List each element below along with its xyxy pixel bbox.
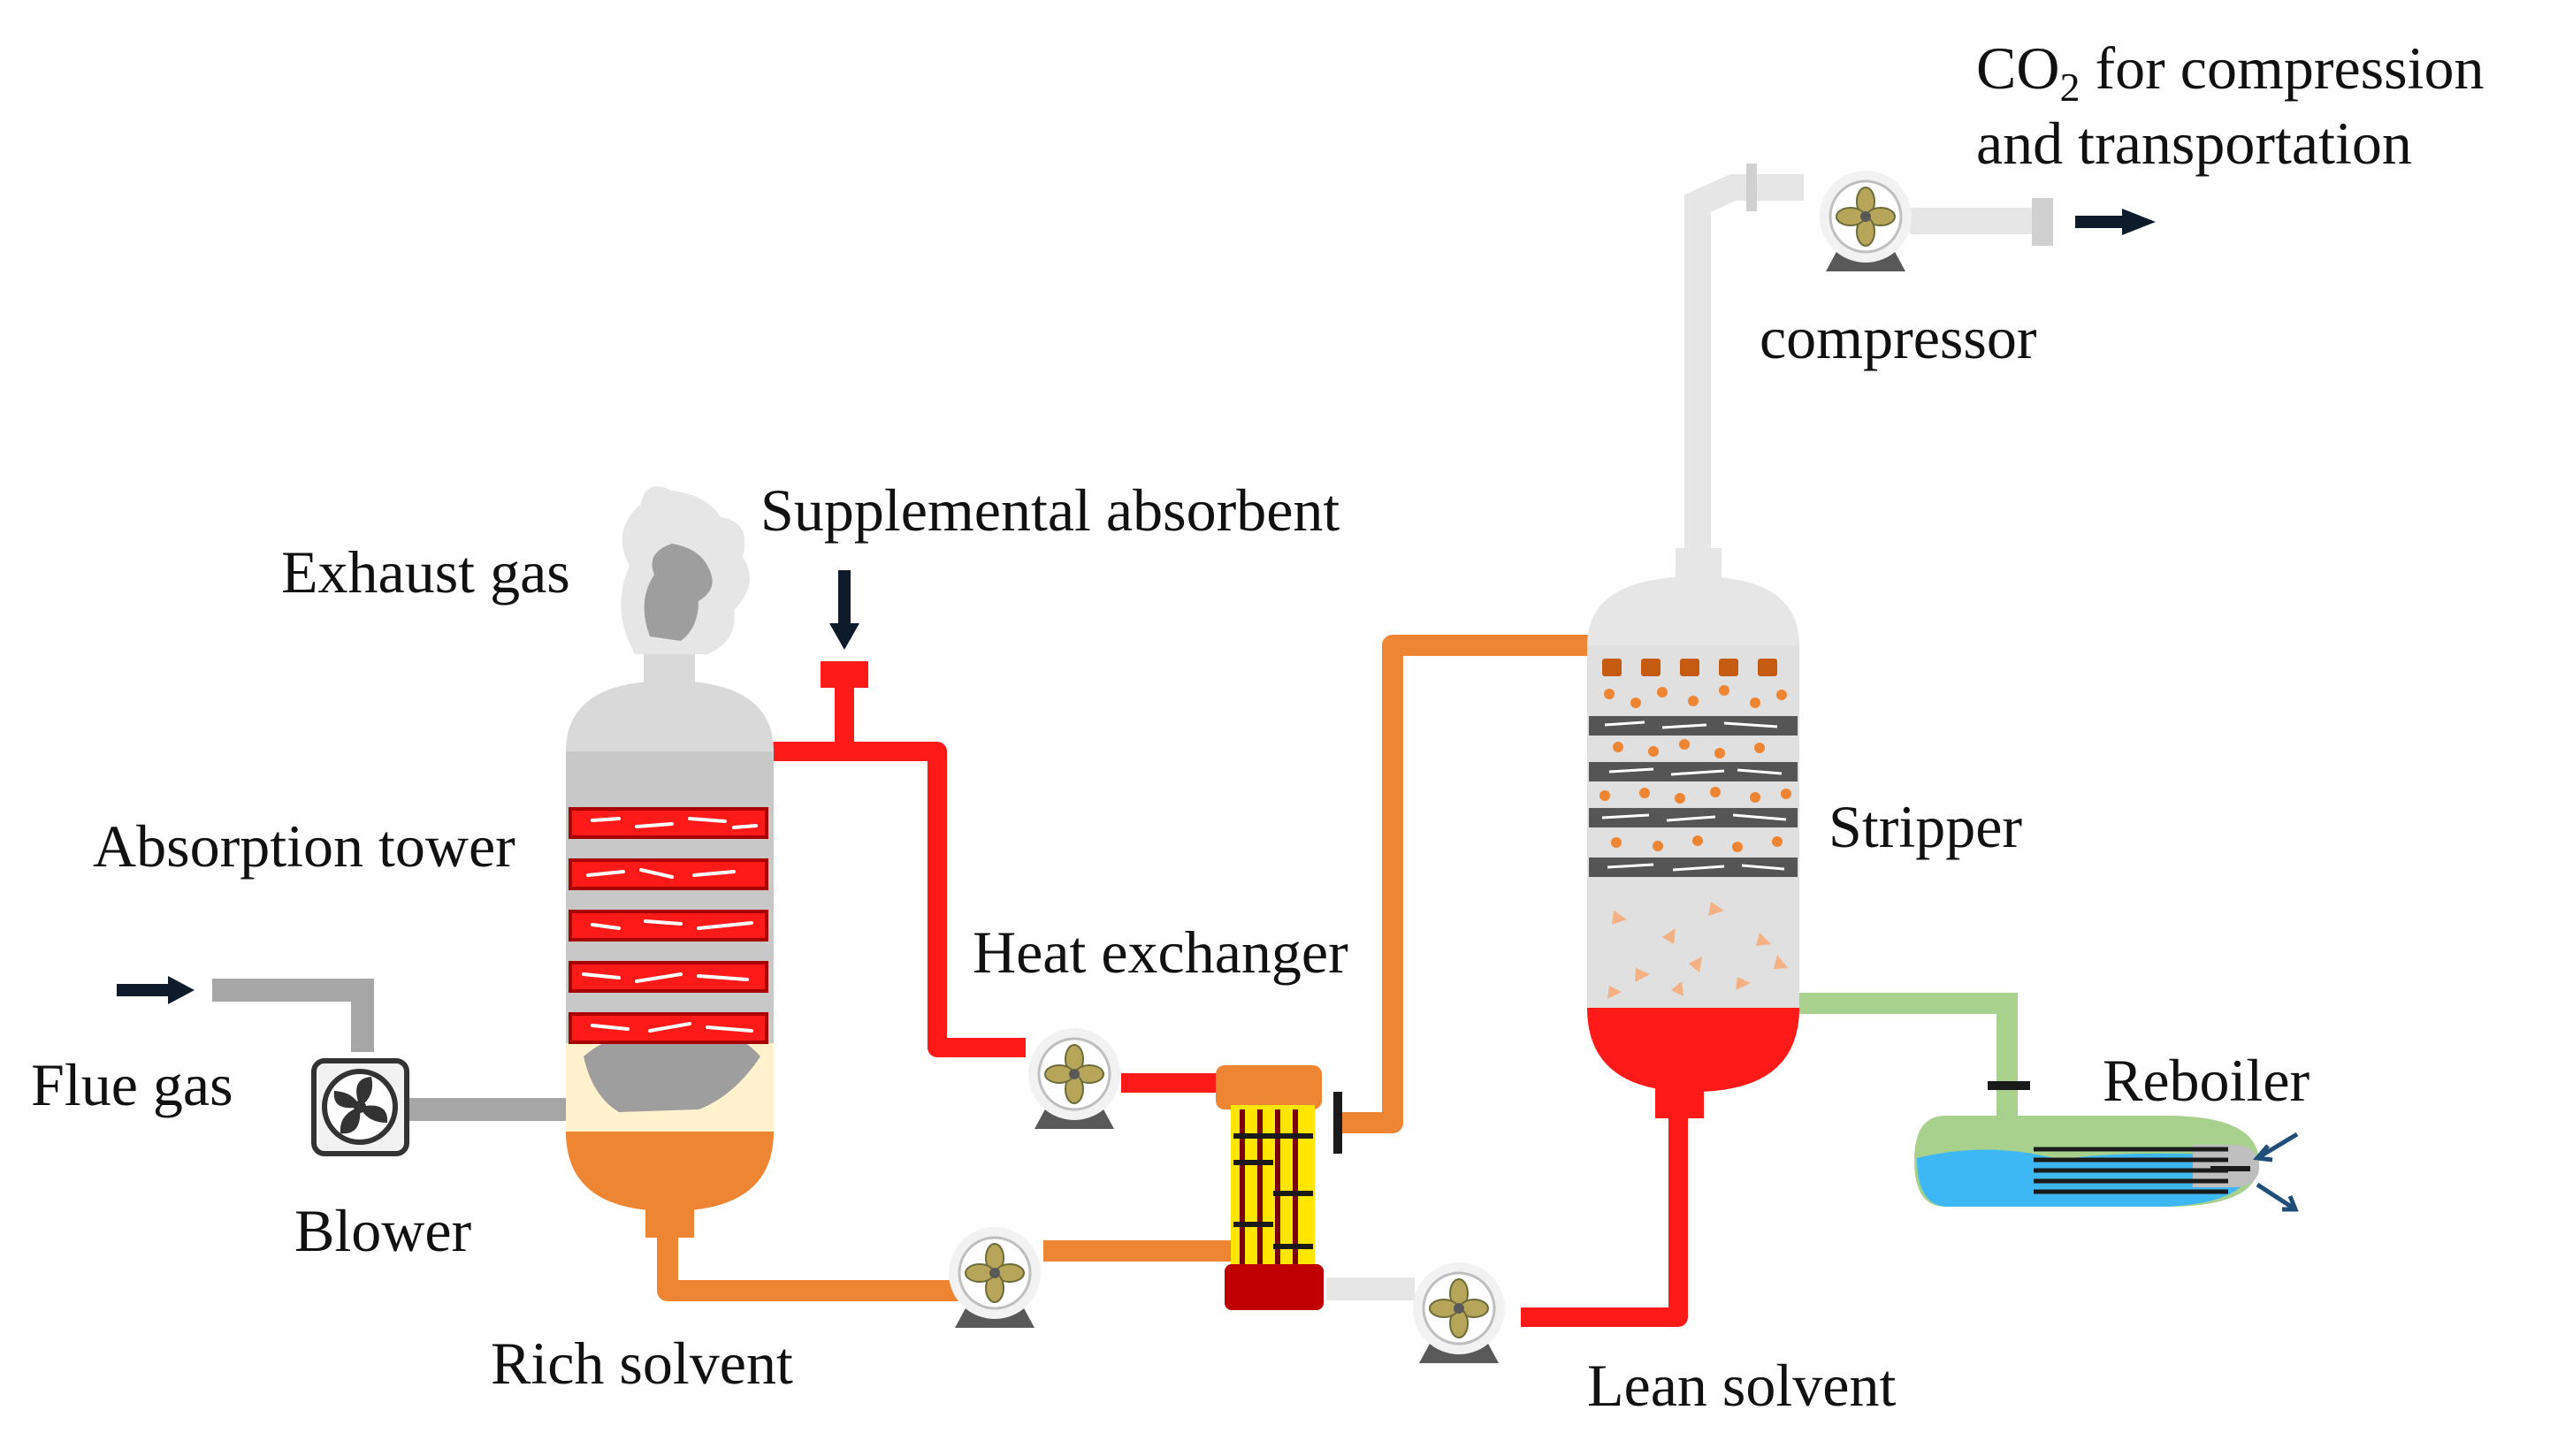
supplemental-absorbent-label: Supplemental absorbent: [760, 476, 1340, 544]
reboiler-steam-arrows: [2253, 1132, 2299, 1212]
blower: [311, 1058, 409, 1156]
absorption-tower: [566, 645, 774, 1238]
blower-label: Blower: [294, 1197, 472, 1264]
supplemental-absorbent-arrow-icon: [829, 570, 859, 650]
co2-outlet-arrow-icon: [2075, 209, 2156, 235]
absorber-packing-streaks: [582, 817, 758, 1033]
flue-gas-pipe: [212, 979, 584, 1121]
heat-exchanger: [1216, 1065, 1342, 1310]
supplemental-absorbent-nozzle: [821, 661, 868, 688]
lean-solvent-pump-fan-icon: [1429, 1278, 1489, 1338]
flue-gas-label: Flue gas: [31, 1051, 233, 1118]
co2-label-line1: CO2 for compression: [1976, 34, 2484, 110]
stripper-label: Stripper: [1829, 793, 2022, 860]
vapor-pipe-flange-left: [1746, 164, 1757, 211]
reboiler-steam-pipe: [1799, 993, 2018, 1116]
absorber-bottom-dome: [566, 1132, 774, 1211]
vapor-pipe-flange-right: [2032, 198, 2053, 246]
heat-exchanger-bottom-header: [1225, 1264, 1324, 1310]
lean-solvent-pump: [1413, 1262, 1505, 1363]
co2-label-line2: and transportation: [1976, 110, 2412, 177]
reboiler-tube-bundle: [2034, 1147, 2228, 1194]
co2-label-co: CO: [1976, 34, 2059, 102]
compressor-pump: [1820, 171, 1912, 271]
absorber-bottom-neck: [645, 1202, 694, 1238]
steam-pipe-valve: [1988, 1081, 2030, 1090]
heat-exchanger-baffles: [1233, 1133, 1313, 1249]
lean-solvent-label: Lean solvent: [1587, 1352, 1896, 1419]
stripper-droplets: [1599, 685, 1791, 852]
flue-gas-arrow-icon: [117, 976, 195, 1004]
lean-transfer-pump-fan-icon: [1044, 1044, 1104, 1104]
rich-solvent-pump: [949, 1227, 1041, 1328]
rich-solvent-label: Rich solvent: [491, 1330, 793, 1397]
absorber-gas-swirl: [584, 1031, 760, 1112]
exhaust-gas-label: Exhaust gas: [281, 538, 570, 606]
stripper-spray-nozzles: [1602, 659, 1777, 676]
compressor-label: compressor: [1760, 304, 2037, 371]
exhaust-gas-plume: [621, 486, 750, 654]
co2-label-subscript: 2: [2059, 65, 2080, 110]
absorber-top-dome: [566, 681, 774, 751]
lean-transfer-pump: [1028, 1028, 1120, 1129]
blower-fan-icon: [333, 1077, 388, 1134]
heat-exchanger-outlet-flange: [1333, 1092, 1342, 1154]
absorption-tower-label: Absorption tower: [93, 812, 515, 880]
stripper-top-dome: [1587, 576, 1799, 645]
stripper-bottom-dome: [1587, 1008, 1799, 1092]
stripper-bottom-neck: [1655, 1083, 1704, 1118]
heat-exchanger-label: Heat exchanger: [973, 919, 1348, 986]
stripper-tray-streaks: [1601, 720, 1787, 872]
stripper-vapor-triangles: [1607, 902, 1788, 999]
reboiler-label: Reboiler: [2103, 1047, 2310, 1114]
co2-vapor-pipe: [1684, 174, 2051, 566]
exhaust-plume-inner: [644, 544, 713, 641]
heat-exchanger-top-header: [1216, 1065, 1322, 1109]
reboiler: [1914, 1116, 2299, 1212]
co2-label-rest: for compression: [2080, 34, 2484, 102]
stripper: [1587, 548, 1799, 1118]
